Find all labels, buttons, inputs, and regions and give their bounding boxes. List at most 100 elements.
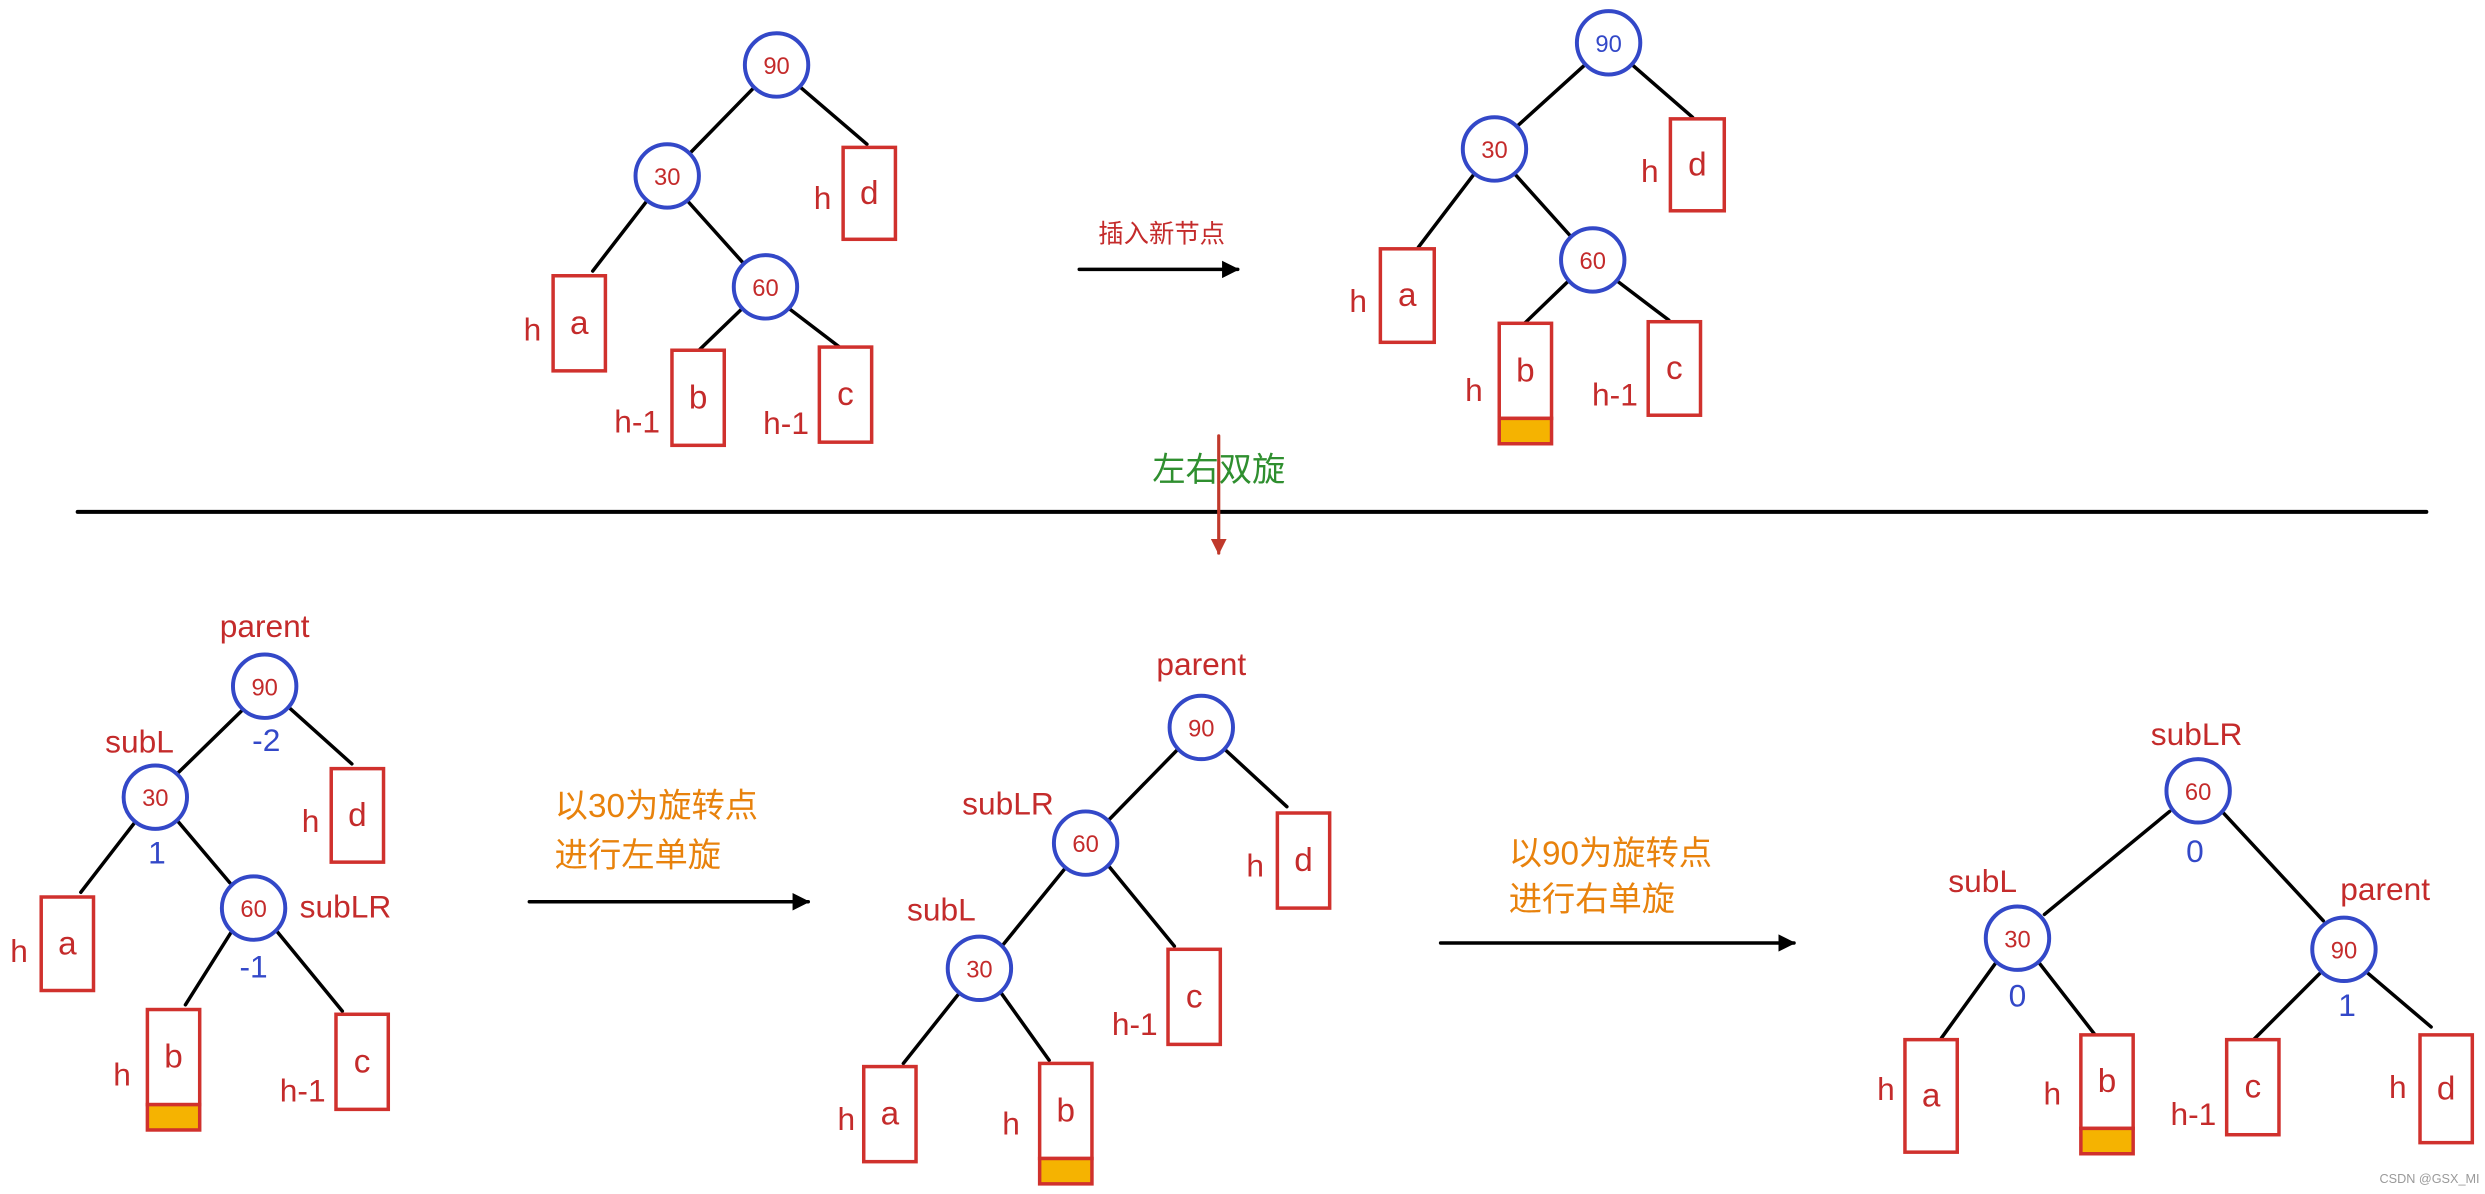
tree-edge [1516,63,1587,127]
subtree-b-rect [145,1007,202,1107]
subtree-b-rect [1037,1061,1094,1161]
subtree-b-box: b [670,348,727,448]
balance-factor-n30-label: 0 [2009,977,2027,1013]
tree-edge [999,991,1051,1062]
subtree-d-box: d [2418,1033,2475,1145]
node-circle [219,874,288,942]
subtree-b-label: b [689,379,708,416]
subtree-a-rect [1903,1037,1959,1154]
subtree-b-height-label: h [113,1057,131,1093]
tree-edge [2042,809,2172,917]
node-circle [1460,115,1529,183]
subtree-a-label: a [1398,277,1417,314]
node-value-label: 60 [2185,779,2211,806]
tree-edge [1513,172,1573,238]
tree-edge [590,199,649,273]
tree-edge [1630,63,1695,120]
pointer-parent-label: parent [220,608,310,644]
subtree-d-label: d [348,797,367,834]
pointer-sublr-label: subLR [2151,716,2243,752]
subtree-c-rect [817,345,874,444]
subtree-c-box: c [334,1012,391,1112]
left-rotation-label-line2: 进行左单旋 [555,837,721,874]
subtree-b-label: b [1057,1092,1076,1129]
node-n30: 30 [945,934,1014,1002]
node-value-label: 30 [142,785,168,812]
subtree-b-box: b [2079,1033,2135,1156]
tree-edge [2251,971,2322,1042]
balance-factor-n90-label: -2 [252,722,280,758]
subtree-c-height-label: h-1 [1592,377,1638,413]
node-circle [1167,693,1235,762]
subtree-d-rect [1275,811,1332,910]
node-left: 30 [1460,115,1529,183]
subtree-a-rect [1378,247,1437,345]
node-value-label: 90 [251,674,277,701]
node-circle [742,31,811,99]
tree-edge [2365,971,2433,1029]
subtree-b-label: b [164,1039,183,1076]
subtree-a-height-label: h [837,1101,855,1137]
node-left_right: 60 [731,253,800,321]
subtree-d-height-label: h [2389,1069,2407,1105]
subtree-d-label: d [1294,842,1313,879]
node-circle [633,142,701,210]
tree-edge [1416,172,1476,249]
new-node-marker [1037,1156,1094,1186]
tree-edge [1001,866,1067,947]
tree-edge [183,930,234,1007]
tree-edge [1223,747,1289,809]
subtree-a-label: a [1922,1077,1941,1114]
subtree-b-rect [1497,321,1554,421]
pointer-subl-label: subL [1948,863,2017,899]
node-value-label: 90 [1595,31,1621,58]
subtree-a-box: a [1903,1037,1959,1154]
node-circle [121,763,189,831]
pointer-subl-label: subL [907,892,976,928]
node-value-label: 90 [2331,937,2357,964]
subtree-b-height-label: h [1465,372,1483,408]
tree-edge [697,305,746,352]
double-rotation-step: 左右双旋 [1152,434,1285,555]
watermark-text: CSDN @GSX_MI [2379,1172,2479,1186]
tree-edge [901,991,961,1066]
subtree-b-box: b [145,1007,202,1132]
subtree-c-height-label: h-1 [763,405,809,441]
tree-edge [686,199,746,265]
pointer-parent-label: parent [1156,646,1246,682]
subtree-b-label: b [1516,352,1535,389]
node-circle [1574,9,1643,77]
subtree-d-rect [1668,117,1727,213]
node-left_right: 60 [1559,226,1627,294]
balance-factor-n90-label: 1 [2338,987,2356,1023]
node-circle [230,652,299,720]
subtree-a-label: a [881,1096,900,1133]
subtree-d-rect [841,145,898,242]
subtree-c-rect [1646,319,1703,417]
node-value-label: 90 [1188,716,1214,743]
node-value-label: 30 [654,164,680,191]
subtree-c-label: c [837,376,854,413]
node-circle [731,253,800,321]
subtree-a-label: a [570,305,589,342]
subtree-c-height-label: h-1 [1112,1006,1158,1042]
tree-edge [79,820,137,894]
node-value-label: 60 [752,275,778,302]
subtree-c-rect [2224,1037,2281,1137]
insert-step: 插入新节点 [1077,221,1240,279]
node-n90: 90 [1167,693,1235,762]
balance-factor-n30-label: 1 [148,835,166,871]
subtree-a-rect [551,274,608,373]
subtree-c-rect [334,1012,391,1112]
subtree-c-label: c [354,1043,371,1080]
subtree-d-rect [2418,1033,2475,1145]
tree-edge [2037,961,2097,1037]
right-rotation-label-line1: 以90为旋转点 [1509,836,1712,873]
subtree-a-box: a [1378,247,1437,345]
new-node-marker [1497,416,1554,446]
tree-edge [785,305,844,351]
